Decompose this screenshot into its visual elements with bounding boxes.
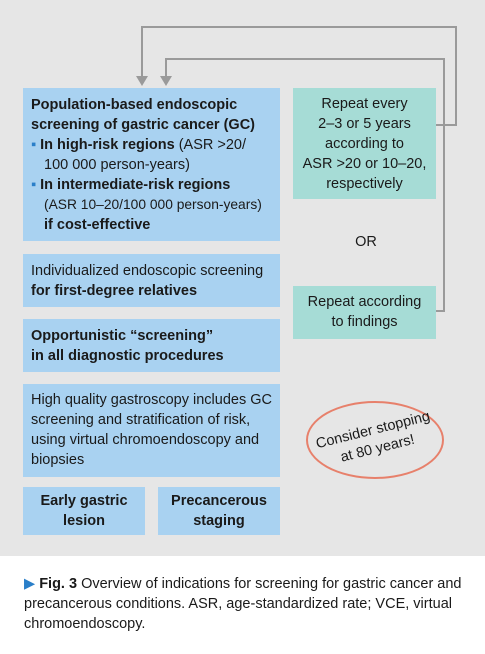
opportunistic-line-2: in all diagnostic procedures: [31, 348, 224, 364]
caption-marker-icon: ▶: [24, 576, 36, 592]
repeat-findings-line-1: Repeat according: [307, 294, 422, 310]
opportunistic-line-1: Opportunistic “screening”: [31, 328, 214, 344]
early-gastric-lesion-box: Early gastric lesion: [23, 487, 145, 535]
population-screening-box: Population-based endoscopic screening of…: [23, 88, 280, 241]
high-risk-detail-2: 100 000 person-years): [44, 157, 190, 173]
caption-label: Fig. 3: [39, 576, 78, 592]
quality-line-1: High quality gastroscopy includes GC: [31, 392, 272, 408]
high-risk-item: ▪In high-risk regions (ASR >20/: [31, 135, 272, 155]
quality-line-2: screening and stratification of risk,: [31, 412, 251, 428]
repeat-findings-line-2: to findings: [331, 314, 398, 330]
precancerous-line-1: Precancerous: [171, 493, 267, 509]
high-risk-label: In high-risk regions: [40, 137, 175, 153]
intermediate-risk-item: ▪In intermediate-risk regions: [31, 175, 272, 195]
repeat-line-3: according to: [325, 136, 404, 152]
individualized-line-1: Individualized endoscopic screening: [31, 263, 264, 279]
individualized-line-2: for first-degree relatives: [31, 283, 198, 299]
arrow-repeat-findings: [165, 58, 445, 312]
repeat-line-5: respectively: [326, 176, 403, 192]
repeat-interval-box: Repeat every 2–3 or 5 years according to…: [293, 88, 436, 199]
figure-caption: ▶ Fig. 3 Overview of indications for scr…: [24, 574, 464, 634]
arrow-head-repeat-findings: [160, 76, 172, 86]
opportunistic-screening-box: Opportunistic “screening” in all diagnos…: [23, 319, 280, 372]
stop-screening-oval: Consider stopping at 80 years!: [306, 401, 444, 479]
feedback-arrows: [136, 26, 457, 312]
cost-effective-note: if cost-effective: [44, 217, 151, 233]
repeat-line-2: 2–3 or 5 years: [318, 116, 411, 132]
high-risk-detail-1: (ASR >20/: [174, 137, 247, 153]
individualized-screening-box: Individualized endoscopic screening for …: [23, 254, 280, 307]
bullet-icon: ▪: [31, 137, 37, 153]
figure-panel: Population-based endoscopic screening of…: [0, 0, 485, 556]
stop-screening-text: Consider stopping at 80 years!: [314, 407, 437, 472]
arrow-repeat-every: [141, 26, 457, 126]
intermediate-risk-detail: (ASR 10–20/100 000 person-years): [44, 197, 262, 212]
quality-gastroscopy-box: High quality gastroscopy includes GC scr…: [23, 384, 280, 477]
precancerous-line-2: staging: [193, 513, 245, 529]
bullet-icon: ▪: [31, 177, 37, 193]
quality-line-3: using virtual chromoendoscopy and: [31, 432, 260, 448]
repeat-findings-box: Repeat according to findings: [293, 286, 436, 339]
or-label: OR: [355, 234, 377, 250]
population-screening-title: Population-based endoscopic screening of…: [31, 97, 256, 133]
intermediate-risk-label: In intermediate-risk regions: [40, 177, 231, 193]
quality-line-4: biopsies: [31, 452, 85, 468]
arrow-head-repeat-every: [136, 76, 148, 86]
precancerous-staging-box: Precancerous staging: [158, 487, 280, 535]
early-gastric-line-2: lesion: [63, 513, 105, 529]
early-gastric-line-1: Early gastric: [40, 493, 128, 509]
caption-text: Overview of indications for screening fo…: [24, 576, 462, 632]
repeat-line-1: Repeat every: [321, 96, 408, 112]
repeat-line-4: ASR >20 or 10–20,: [302, 156, 427, 172]
